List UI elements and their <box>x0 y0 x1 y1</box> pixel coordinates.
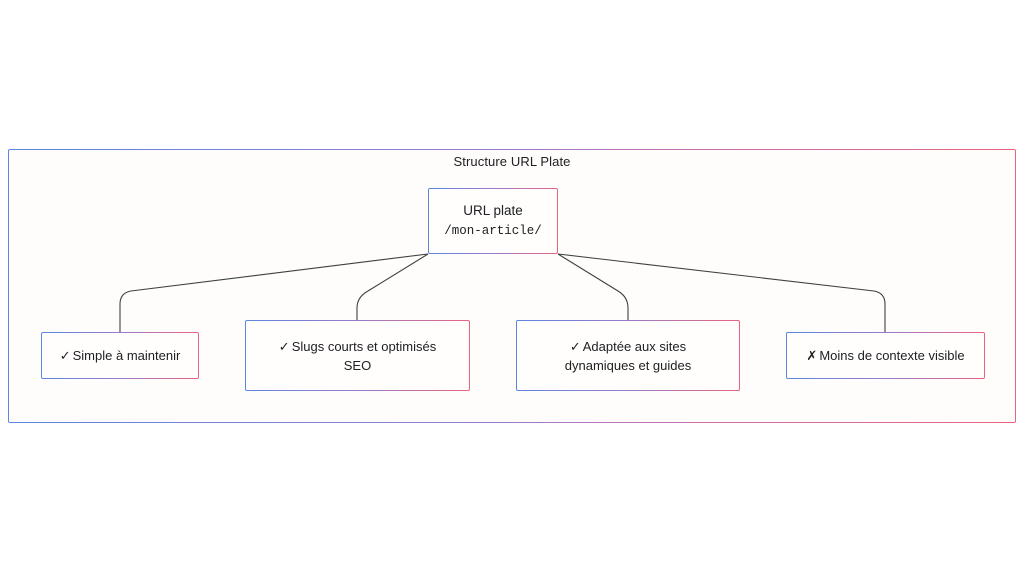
leaf-text: Slugs courts et optimisés <box>291 338 437 354</box>
node-leaf-adaptee-sites-dynamiques[interactable]: ✓Adaptée aux sites dynamiques et guides <box>516 320 740 391</box>
node-leaf-simple-a-maintenir[interactable]: ✓Simple à maintenir <box>41 332 199 379</box>
leaf-text: Adaptée aux sites <box>582 338 687 354</box>
leaf-line: ✓Adaptée aux sites <box>570 337 686 356</box>
node-leaf-moins-de-contexte[interactable]: ✗Moins de contexte visible <box>786 332 985 379</box>
leaf-line: ✓Simple à maintenir <box>60 346 181 365</box>
node-root[interactable]: URL plate /mon-article/ <box>428 188 558 254</box>
cross-icon: ✗ <box>806 348 818 363</box>
leaf-line: dynamiques et guides <box>564 357 692 373</box>
node-leaf-slugs-courts[interactable]: ✓Slugs courts et optimisés SEO <box>245 320 470 391</box>
diagram-title: Structure URL Plate <box>453 154 571 169</box>
leaf-line: ✗Moins de contexte visible <box>806 346 964 365</box>
check-icon: ✓ <box>278 338 290 354</box>
node-root-title: URL plate <box>463 203 523 218</box>
check-icon: ✓ <box>59 348 71 363</box>
check-icon: ✓ <box>569 338 581 354</box>
node-root-path: /mon-article/ <box>444 224 542 238</box>
leaf-line: ✓Slugs courts et optimisés <box>279 337 436 356</box>
leaf-line: SEO <box>343 357 372 373</box>
leaf-text: Simple à maintenir <box>72 348 181 363</box>
leaf-text: Moins de contexte visible <box>819 348 965 363</box>
